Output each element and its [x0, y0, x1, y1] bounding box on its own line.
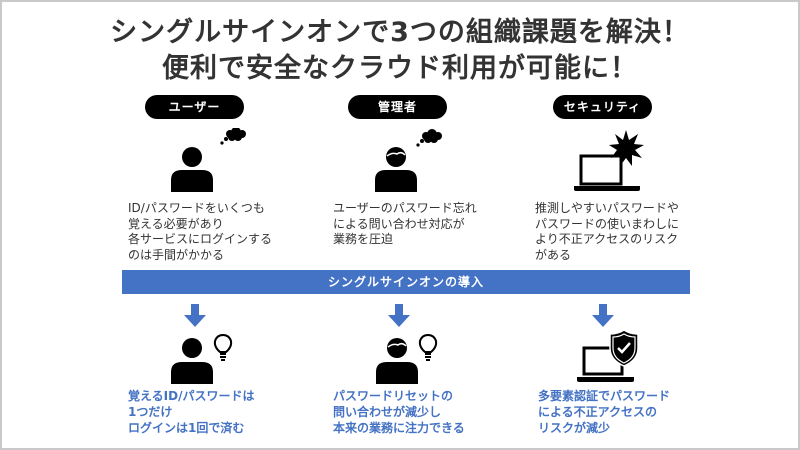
problem-security: 推測しやすいパスワードやパスワードの使いまわしにより不正アクセスのリスクがある: [535, 201, 680, 262]
user-thinking-icon: [171, 128, 246, 192]
result-security: 多要素認証でパスワードによる不正アクセスのリスクが減少: [538, 389, 671, 435]
down-arrow-icon: [388, 304, 410, 327]
user-lightbulb-icon: [171, 334, 233, 384]
admin-lightbulb-icon: [376, 334, 438, 384]
title-line-2: 便利で安全なクラウド利用が可能に！: [162, 53, 638, 84]
header-user: ユーザー: [145, 95, 244, 119]
problem-user: ID/パスワードをいくつも覚える必要があり各サービスにログインするのは手間がかか…: [128, 201, 273, 262]
down-arrow-icon: [184, 304, 206, 327]
title-line-1: シングルサインオンで3つの組織課題を解決！: [110, 17, 690, 48]
sso-introduction-banner: シングルサインオンの導入: [122, 270, 690, 294]
result-admin: パスワードリセットの問い合わせが減少し本来の業務に注力できる: [333, 389, 465, 435]
header-admin: 管理者: [348, 95, 447, 119]
admin-thinking-icon: [375, 129, 442, 192]
header-security: セキュリティ: [553, 95, 652, 119]
laptop-shield-icon: [577, 329, 639, 382]
problem-admin: ユーザーのパスワード忘れによる問い合わせ対応が業務を圧迫: [333, 201, 477, 246]
down-arrow-icon: [592, 304, 614, 327]
laptop-attack-icon: [574, 130, 644, 191]
